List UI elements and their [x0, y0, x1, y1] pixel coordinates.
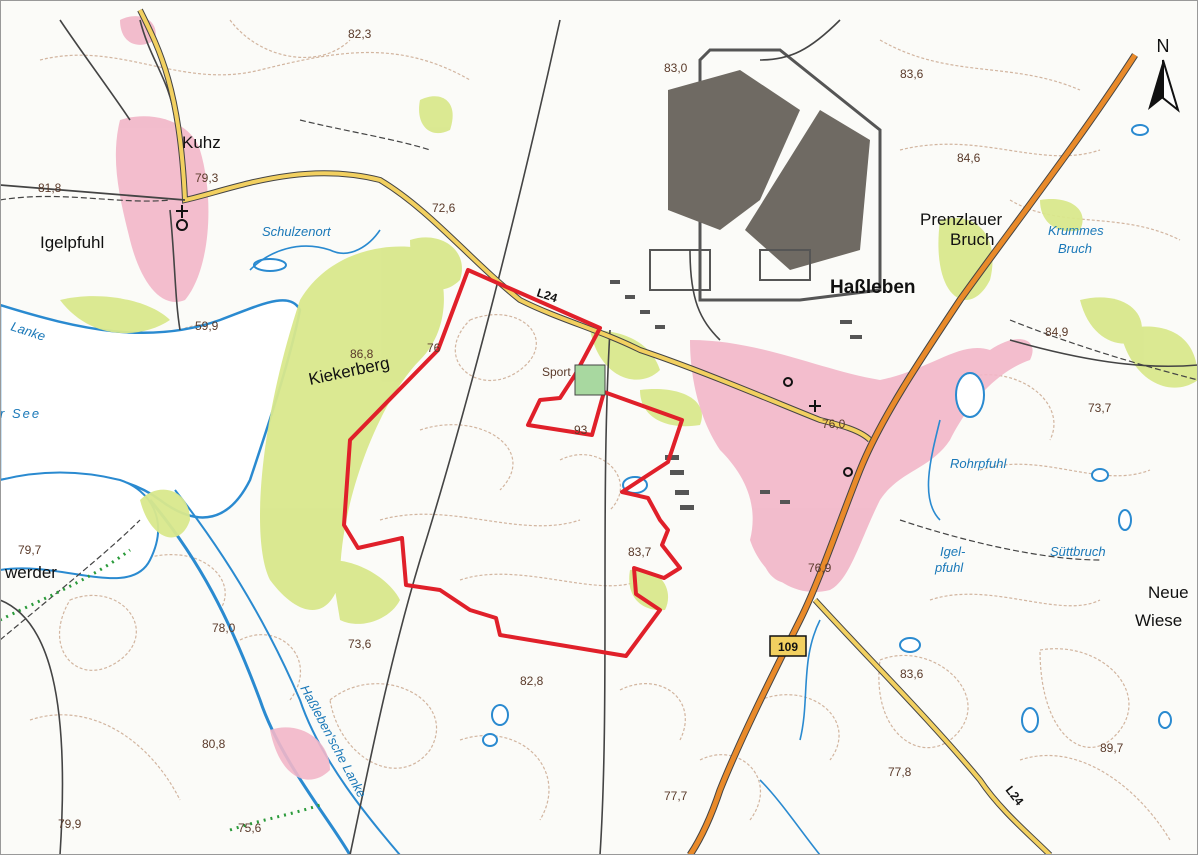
road-label-b109: 109 [778, 640, 798, 654]
elev-93: 93 [574, 423, 588, 437]
road-kuhz-west [0, 184, 186, 201]
elev-59-9: 59,9 [195, 319, 219, 333]
elev-79-9: 79,9 [58, 817, 82, 831]
elev-81-8: 81,8 [38, 181, 62, 195]
map-symbols [176, 205, 853, 477]
elev-83-0: 83,0 [664, 61, 688, 75]
elev-73-6: 73,6 [348, 637, 372, 651]
water-krummes: Krummes [1048, 223, 1104, 238]
elev-76-9: 76,9 [808, 561, 832, 575]
elev-76-0: 76,0 [822, 417, 846, 431]
elev-78-0: 78,0 [212, 621, 236, 635]
elev-80-8: 80,8 [202, 737, 226, 751]
water-krummes-bruch: Bruch [1058, 241, 1092, 256]
water-schulzenort: Schulzenort [262, 224, 332, 239]
elev-86-8: 86,8 [350, 347, 374, 361]
place-wiese: Wiese [1135, 611, 1182, 630]
elev-75-6: 75,6 [238, 821, 262, 835]
boundary-green-dotted [0, 548, 131, 622]
boundary-green-dotted-2 [229, 803, 321, 832]
road-shield-b109: 109 [769, 635, 807, 657]
hasslebensche-lanke-channel-2 [174, 489, 401, 855]
place-kuhz: Kuhz [182, 133, 221, 152]
elev-83-7: 83,7 [628, 545, 652, 559]
place-werder: werder [4, 563, 57, 582]
place-igelpfuhl: Igelpfuhl [40, 233, 104, 252]
elev-84-6: 84,6 [957, 151, 981, 165]
elev-73-7: 73,7 [1088, 401, 1112, 415]
elev-83-6b: 83,6 [900, 667, 924, 681]
elev-72-6: 72,6 [432, 201, 456, 215]
place-prenzlauer: Prenzlauer [920, 210, 1003, 229]
road-label-l24-north: L24 [535, 286, 559, 306]
hasslebensche-lanke-channel [148, 499, 352, 855]
elev-82-3: 82,3 [348, 27, 372, 41]
streams [249, 229, 941, 855]
sport-field [574, 364, 606, 396]
water-igel: Igel- [940, 544, 966, 559]
place-prenzlauer-bruch: Bruch [950, 230, 994, 249]
forest-areas [60, 96, 1198, 624]
elev-77-8: 77,8 [888, 765, 912, 779]
water-rohrpfuhl: Rohrpfuhl [950, 456, 1007, 471]
elev-77-7: 77,7 [664, 789, 688, 803]
north-arrow: N [1148, 36, 1180, 113]
elev-76: 76 [427, 341, 441, 355]
industrial-complex [610, 48, 882, 510]
elev-79-7: 79,7 [18, 543, 42, 557]
ponds [253, 124, 1172, 747]
elev-89-7: 89,7 [1100, 741, 1124, 755]
place-sport: Sport [542, 365, 571, 379]
water-suttbruch: Süttbruch [1050, 544, 1106, 559]
tracks [0, 119, 1198, 641]
place-hassleben: Haßleben [830, 277, 916, 298]
water-see: r See [0, 406, 41, 421]
elev-82-8: 82,8 [520, 674, 544, 688]
place-neue: Neue [1148, 583, 1189, 602]
project-boundary [342, 268, 684, 658]
water-pfuhl: pfuhl [934, 560, 964, 575]
elev-84-9: 84,9 [1045, 325, 1069, 339]
north-label: N [1157, 36, 1170, 56]
elev-79-3: 79,3 [195, 171, 219, 185]
elev-83-6: 83,6 [900, 67, 924, 81]
